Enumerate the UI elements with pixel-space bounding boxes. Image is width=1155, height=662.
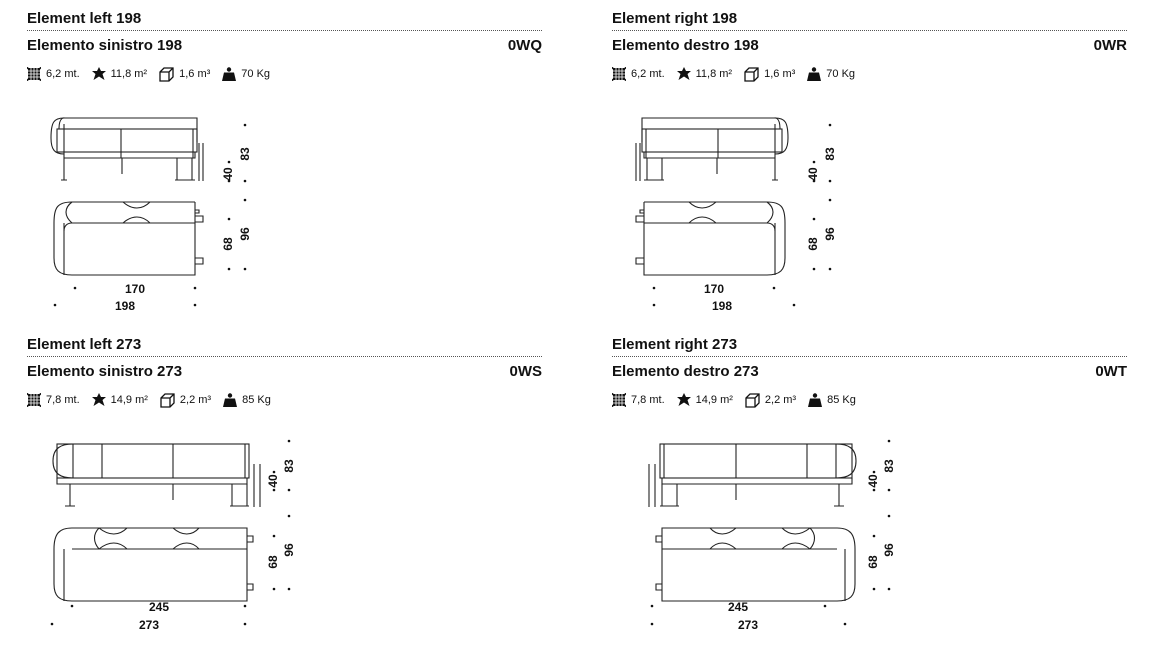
spec-fabric: 6,2 mt.	[631, 68, 665, 80]
specs-row: 7,8 mt. 14,9 m² 2,2 m³ 85 Kg	[27, 390, 283, 410]
sofa-top-view	[655, 527, 856, 602]
spec-leather: 11,8 m²	[110, 68, 148, 80]
dim-total-depth: 96	[282, 543, 296, 557]
spec-weight: 85 Kg	[242, 394, 271, 406]
dim-seat-height: 40	[221, 167, 235, 181]
product-code: 0WR	[1093, 37, 1127, 54]
product-panel-left-273: Element left 273 Elemento sinistro 273 0…	[27, 334, 542, 654]
dim-seat-depth: 68	[866, 555, 880, 569]
dim-total-width: 198	[115, 299, 135, 313]
fabric-icon	[27, 393, 41, 407]
weight-icon	[222, 67, 237, 81]
spec-fabric: 7,8 mt.	[631, 394, 665, 406]
dimension-dots	[652, 123, 832, 307]
spec-volume: 2,2 m³	[764, 394, 797, 406]
dim-seat-depth: 68	[806, 237, 820, 251]
dim-total-height: 83	[238, 147, 252, 161]
spec-volume: 1,6 m³	[179, 68, 211, 80]
product-panel-right-273: Element right 273 Elemento destro 273 0W…	[612, 334, 1127, 654]
product-code: 0WS	[509, 363, 542, 380]
volume-icon	[160, 392, 175, 408]
spec-leather: 14,9 m²	[110, 394, 148, 406]
dim-seat-width: 245	[728, 600, 748, 614]
dimension-dots	[53, 123, 247, 307]
specs-row: 6,2 mt. 11,8 m² 1,6 m³ 70 Kg	[27, 64, 282, 84]
title-english: Element right 198	[612, 8, 1127, 31]
spec-weight: 70 Kg	[826, 68, 856, 80]
title-italian: Elemento destro 198	[612, 37, 759, 54]
title-italian-row: Elemento sinistro 273 0WS	[27, 361, 542, 383]
volume-icon	[744, 66, 759, 82]
sofa-technical-drawing: 40 83 68 96 170 198	[50, 117, 252, 313]
title-english: Element left 273	[27, 334, 542, 357]
sofa-front-view	[50, 117, 204, 181]
title-english: Element left 198	[27, 8, 542, 31]
dim-seat-depth: 68	[221, 237, 235, 251]
dim-total-depth: 96	[238, 227, 252, 241]
spec-volume: 2,2 m³	[179, 394, 212, 406]
spec-fabric: 7,8 mt.	[46, 394, 80, 406]
dim-total-width: 273	[139, 618, 159, 632]
title-english: Element right 273	[612, 334, 1127, 357]
spec-weight: 85 Kg	[827, 394, 856, 406]
dim-seat-height: 40	[806, 167, 820, 181]
spec-leather: 14,9 m²	[695, 394, 733, 406]
title-italian-row: Elemento destro 273 0WT	[612, 361, 1127, 383]
product-code: 0WT	[1095, 363, 1127, 380]
dim-total-height: 83	[823, 147, 837, 161]
product-panel-left-198: Element left 198 Elemento sinistro 198 0…	[27, 8, 542, 328]
dim-total-depth: 96	[823, 227, 837, 241]
dim-total-width: 273	[738, 618, 758, 632]
sofa-technical-drawing: 40 83 68 96 245 273	[50, 439, 296, 632]
spec-fabric: 6,2 mt.	[46, 68, 80, 80]
title-italian-row: Elemento sinistro 198 0WQ	[27, 35, 542, 57]
specs-row: 7,8 mt. 14,9 m² 2,2 m³ 85 Kg	[612, 390, 868, 410]
weight-icon	[223, 393, 238, 407]
spec-volume: 1,6 m³	[764, 68, 796, 80]
fabric-icon	[612, 67, 626, 81]
leather-icon	[676, 67, 691, 80]
dim-seat-width: 170	[704, 282, 724, 296]
dim-seat-height: 40	[266, 474, 280, 488]
dim-seat-depth: 68	[266, 555, 280, 569]
fabric-icon	[27, 67, 41, 81]
fabric-icon	[612, 393, 626, 407]
title-italian: Elemento sinistro 273	[27, 363, 183, 380]
sofa-front-view	[635, 117, 789, 181]
dim-seat-height: 40	[866, 474, 880, 488]
specs-row: 6,2 mt. 11,8 m² 1,6 m³ 70 Kg	[612, 64, 867, 84]
product-code: 0WQ	[507, 37, 542, 54]
leather-icon	[676, 393, 691, 406]
sofa-technical-drawing: 40 83 68 96 170 198	[635, 117, 837, 313]
dimension-dots	[50, 439, 291, 626]
title-italian: Elemento destro 273	[612, 363, 759, 380]
sofa-front-view	[648, 443, 857, 507]
weight-icon	[808, 393, 823, 407]
spec-weight: 70 Kg	[241, 68, 271, 80]
volume-icon	[745, 392, 760, 408]
product-panel-right-198: Element right 198 Elemento destro 198 0W…	[612, 8, 1127, 328]
sofa-top-view	[635, 201, 786, 276]
sofa-technical-drawing: 40 83 68 96 245 273	[648, 439, 896, 632]
dim-seat-width: 170	[125, 282, 145, 296]
dim-total-height: 83	[282, 459, 296, 473]
title-italian-row: Elemento destro 198 0WR	[612, 35, 1127, 57]
leather-icon	[91, 393, 106, 406]
dim-total-height: 83	[882, 459, 896, 473]
dimension-dots	[650, 439, 891, 626]
dim-total-depth: 96	[882, 543, 896, 557]
sofa-top-view	[53, 527, 254, 602]
sofa-top-view	[53, 201, 204, 276]
volume-icon	[159, 66, 174, 82]
spec-leather: 11,8 m²	[695, 68, 733, 80]
title-italian: Elemento sinistro 198	[27, 37, 183, 54]
leather-icon	[91, 67, 106, 80]
dim-total-width: 198	[712, 299, 732, 313]
weight-icon	[807, 67, 822, 81]
dim-seat-width: 245	[149, 600, 169, 614]
sofa-front-view	[52, 443, 261, 507]
